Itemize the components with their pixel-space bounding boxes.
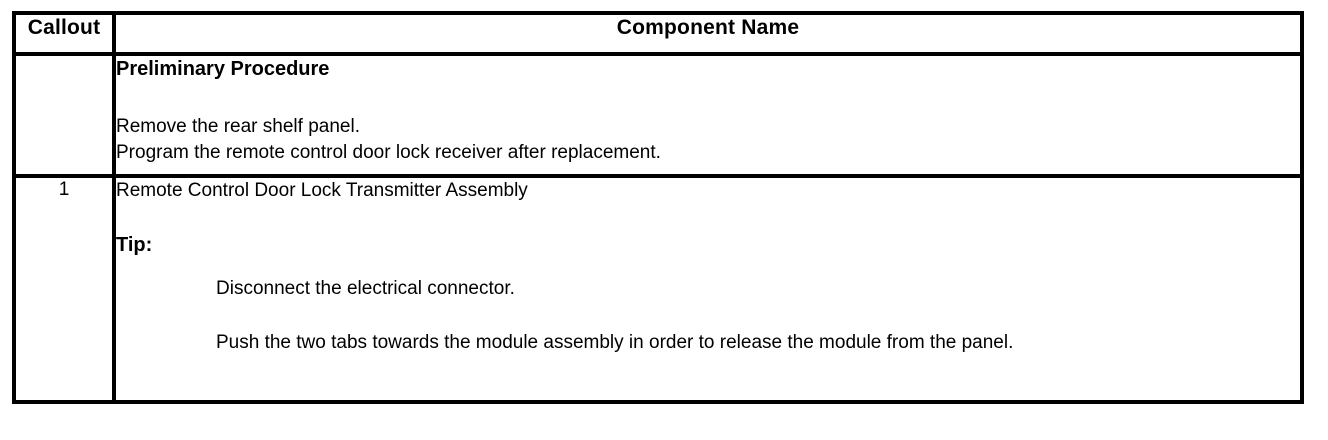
header-cell-component-name: Component Name xyxy=(112,11,1304,56)
callout-cell-empty xyxy=(12,52,116,178)
tip-line: Push the two tabs towards the module ass… xyxy=(216,332,1014,353)
tip-label: Tip: xyxy=(116,234,153,256)
preliminary-procedure-heading: Preliminary Procedure xyxy=(116,58,330,80)
component-title: Remote Control Door Lock Transmitter Ass… xyxy=(116,180,528,201)
spacer xyxy=(116,204,1300,232)
preliminary-step-line: Remove the rear shelf panel. xyxy=(116,116,360,137)
preliminary-procedure-cell: Preliminary Procedure Remove the rear sh… xyxy=(112,52,1304,178)
table-row: 1 Remote Control Door Lock Transmitter A… xyxy=(12,174,1304,404)
spacer xyxy=(116,82,1300,114)
preliminary-step-line: Program the remote control door lock rec… xyxy=(116,142,661,163)
spacer xyxy=(116,302,1300,330)
component-table: Callout Component Name Preliminary Proce… xyxy=(12,11,1304,404)
table-row: Preliminary Procedure Remove the rear sh… xyxy=(12,52,1304,178)
callout-cell-1: 1 xyxy=(12,174,116,404)
table-header-row: Callout Component Name xyxy=(12,11,1304,56)
component-description-cell: Remote Control Door Lock Transmitter Ass… xyxy=(112,174,1304,404)
header-label-component-name: Component Name xyxy=(616,16,800,39)
header-label-callout: Callout xyxy=(27,16,101,39)
tip-line: Disconnect the electrical connector. xyxy=(216,278,515,299)
header-cell-callout: Callout xyxy=(12,11,116,56)
spacer xyxy=(116,258,1300,276)
callout-value: 1 xyxy=(58,179,70,200)
